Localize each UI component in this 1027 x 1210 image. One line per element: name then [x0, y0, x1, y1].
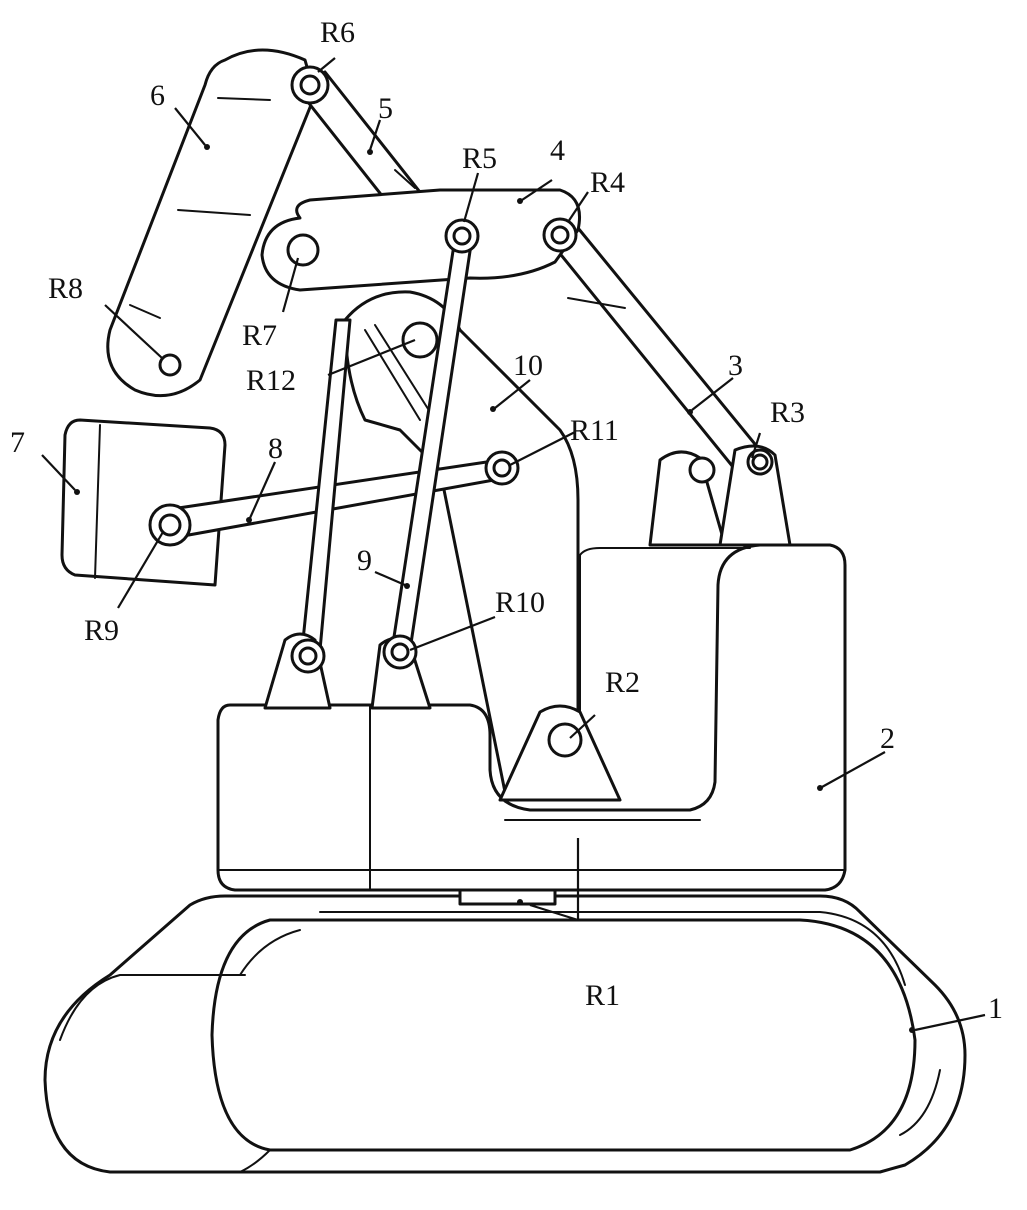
label-part-1: 1	[988, 992, 1003, 1025]
label-joint-R9: R9	[84, 614, 119, 647]
joint-R3	[753, 455, 767, 469]
label-part-2: 2	[880, 722, 895, 755]
label-joint-R8: R8	[48, 272, 83, 305]
label-joint-R11: R11	[570, 414, 619, 447]
joint-left-lower	[292, 640, 324, 672]
label-part-3: 3	[728, 349, 743, 382]
joint-R11	[486, 452, 518, 484]
label-part-8: 8	[268, 432, 283, 465]
label-part-6: 6	[150, 79, 165, 112]
joint-R4	[544, 219, 576, 251]
label-joint-R7: R7	[242, 319, 277, 352]
label-part-9: 9	[357, 544, 372, 577]
joint-R7	[288, 235, 318, 265]
label-part-10: 10	[513, 349, 543, 382]
label-joint-R1: R1	[585, 979, 620, 1012]
label-part-4: 4	[550, 134, 565, 167]
label-joint-R12: R12	[246, 364, 296, 397]
label-part-5: 5	[378, 92, 393, 125]
crawler-track	[45, 896, 965, 1172]
label-joint-R6: R6	[320, 16, 355, 49]
joint-R5	[446, 220, 478, 252]
joint-R8	[160, 355, 180, 375]
label-joint-R10: R10	[495, 586, 545, 619]
label-part-7: 7	[10, 426, 25, 459]
label-joint-R3: R3	[770, 396, 805, 429]
label-joint-R5: R5	[462, 142, 497, 175]
label-joint-R2: R2	[605, 666, 640, 699]
joint-R10	[384, 636, 416, 668]
joint-R6	[292, 67, 328, 103]
label-joint-R4: R4	[590, 166, 625, 199]
joint-R9	[150, 505, 190, 545]
joint-R3-clevis	[650, 446, 790, 545]
end-effector	[62, 420, 225, 585]
